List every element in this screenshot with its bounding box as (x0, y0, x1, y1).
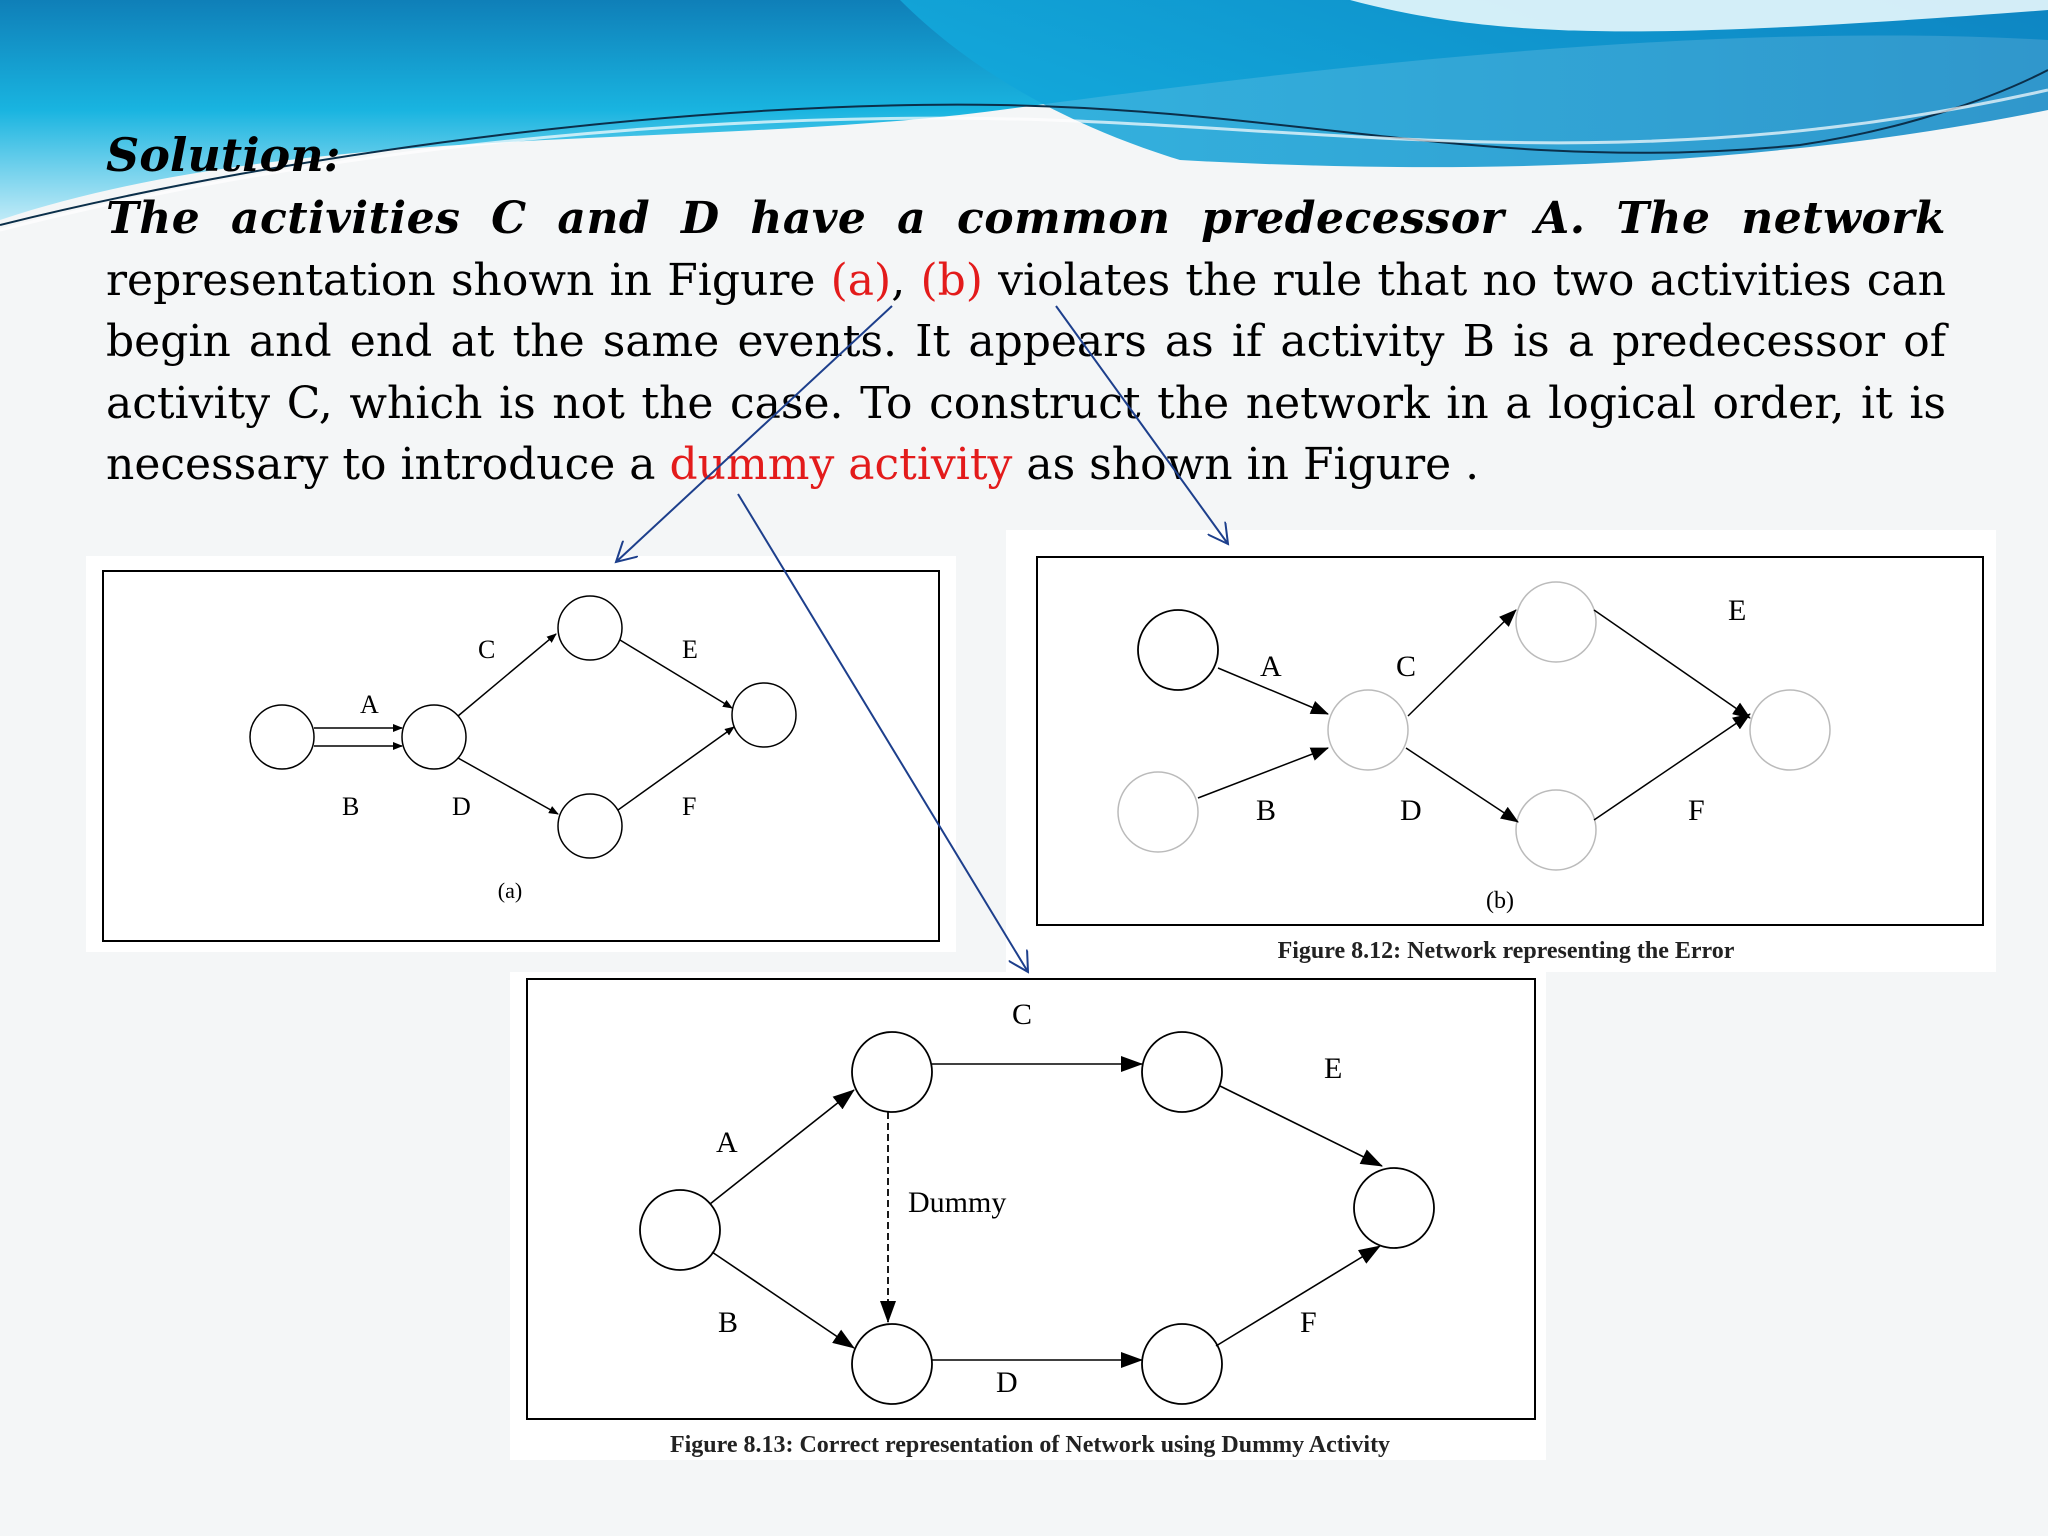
arrow-b-activity-f (1593, 713, 1751, 821)
dummy-activity-term: dummy activity (669, 439, 1013, 490)
arrow-b-activity-e (1593, 609, 1751, 719)
node-a1 (249, 704, 315, 770)
figure-b-sub-caption: (b) (1486, 888, 1514, 914)
node-c4 (1141, 1031, 1223, 1113)
figure-a-box: A B C D E F (a) (102, 570, 940, 942)
arrow-b-activity-b (1197, 747, 1329, 799)
figure-b-box: A B C D E F (b) (1036, 556, 1984, 926)
header-wave-banner (0, 0, 2048, 232)
node-c1 (639, 1189, 721, 1271)
label-b-b: B (1256, 794, 1276, 827)
figure-b-network: A B C D E F (b) (1117, 581, 1831, 914)
arrow-c-activity-a (709, 1089, 855, 1205)
figure-c-caption: Figure 8.13: Correct representation of N… (670, 1432, 1390, 1458)
label-b-a: A (1260, 650, 1282, 683)
node-b3 (1327, 689, 1409, 771)
label-b-e: E (1728, 594, 1746, 627)
node-a4 (557, 793, 623, 859)
arrow-a-activity-e (619, 639, 733, 709)
paragraph-text-1: representation shown in Figure (106, 254, 831, 306)
node-a5 (731, 682, 797, 748)
label-c-dummy: Dummy (908, 1186, 1006, 1219)
arrow-a-activity-f (617, 726, 735, 811)
figure-c-caption-area: Figure 8.13: Correct representation of N… (670, 1432, 1390, 1458)
label-c-d: D (996, 1366, 1018, 1399)
label-c-e: E (1324, 1052, 1342, 1085)
figure-ref-b: (b) (920, 254, 983, 306)
arrow-c-activity-b (711, 1251, 855, 1349)
paragraph-text-2: violates the rule that no two activities… (106, 254, 1946, 491)
figure-a-network: A B C D E F (a) (249, 595, 797, 903)
label-b-f: F (1688, 794, 1705, 827)
label-c-f: F (1300, 1306, 1317, 1339)
figure-a-caption: (a) (498, 878, 522, 903)
label-a-f: F (682, 792, 696, 821)
arrow-b-activity-c (1407, 609, 1517, 717)
solution-paragraph: The activities C and D have a common pre… (106, 188, 1946, 496)
node-b4 (1515, 581, 1597, 663)
arrow-c-activity-e (1219, 1085, 1383, 1167)
label-a-c: C (478, 635, 495, 664)
node-c6 (1353, 1167, 1435, 1249)
arrow-c-activity-f (1215, 1245, 1381, 1347)
arrow-b-activity-a (1217, 667, 1329, 715)
figure-c-box: A B C D E F Dummy (526, 978, 1536, 1420)
label-a-d: D (452, 792, 471, 821)
label-a-e: E (682, 635, 698, 664)
figure-ref-a: (a) (830, 254, 892, 306)
paragraph-text-3: as shown in Figure . (1012, 439, 1480, 490)
label-c-b: B (718, 1306, 738, 1339)
label-b-c: C (1396, 650, 1416, 683)
node-c2 (851, 1031, 933, 1113)
arrow-b-activity-d (1405, 747, 1519, 823)
figure-b-caption-area: Figure 8.12: Network representing the Er… (1278, 938, 1735, 964)
arrow-a-activity-c (457, 633, 557, 717)
node-b2 (1117, 771, 1199, 853)
label-c-c: C (1012, 998, 1032, 1031)
figure-c-network: A B C D E F Dummy (639, 998, 1435, 1405)
node-b1 (1137, 609, 1219, 691)
node-c3 (851, 1323, 933, 1405)
node-a2 (401, 704, 467, 770)
figure-b-caption: Figure 8.12: Network representing the Er… (1278, 938, 1735, 964)
node-b6 (1749, 689, 1831, 771)
label-c-a: A (716, 1126, 738, 1159)
node-a3 (557, 595, 623, 661)
solution-heading: Solution: (106, 128, 341, 182)
label-a-a: A (360, 690, 379, 719)
label-b-d: D (1400, 794, 1422, 827)
paragraph-lead-sentence: The activities C and D have a common pre… (106, 193, 1946, 244)
paragraph-comma: , (891, 254, 921, 306)
node-c5 (1141, 1323, 1223, 1405)
node-b5 (1515, 789, 1597, 871)
label-a-b: B (342, 792, 359, 821)
arrow-a-activity-d (457, 757, 559, 815)
